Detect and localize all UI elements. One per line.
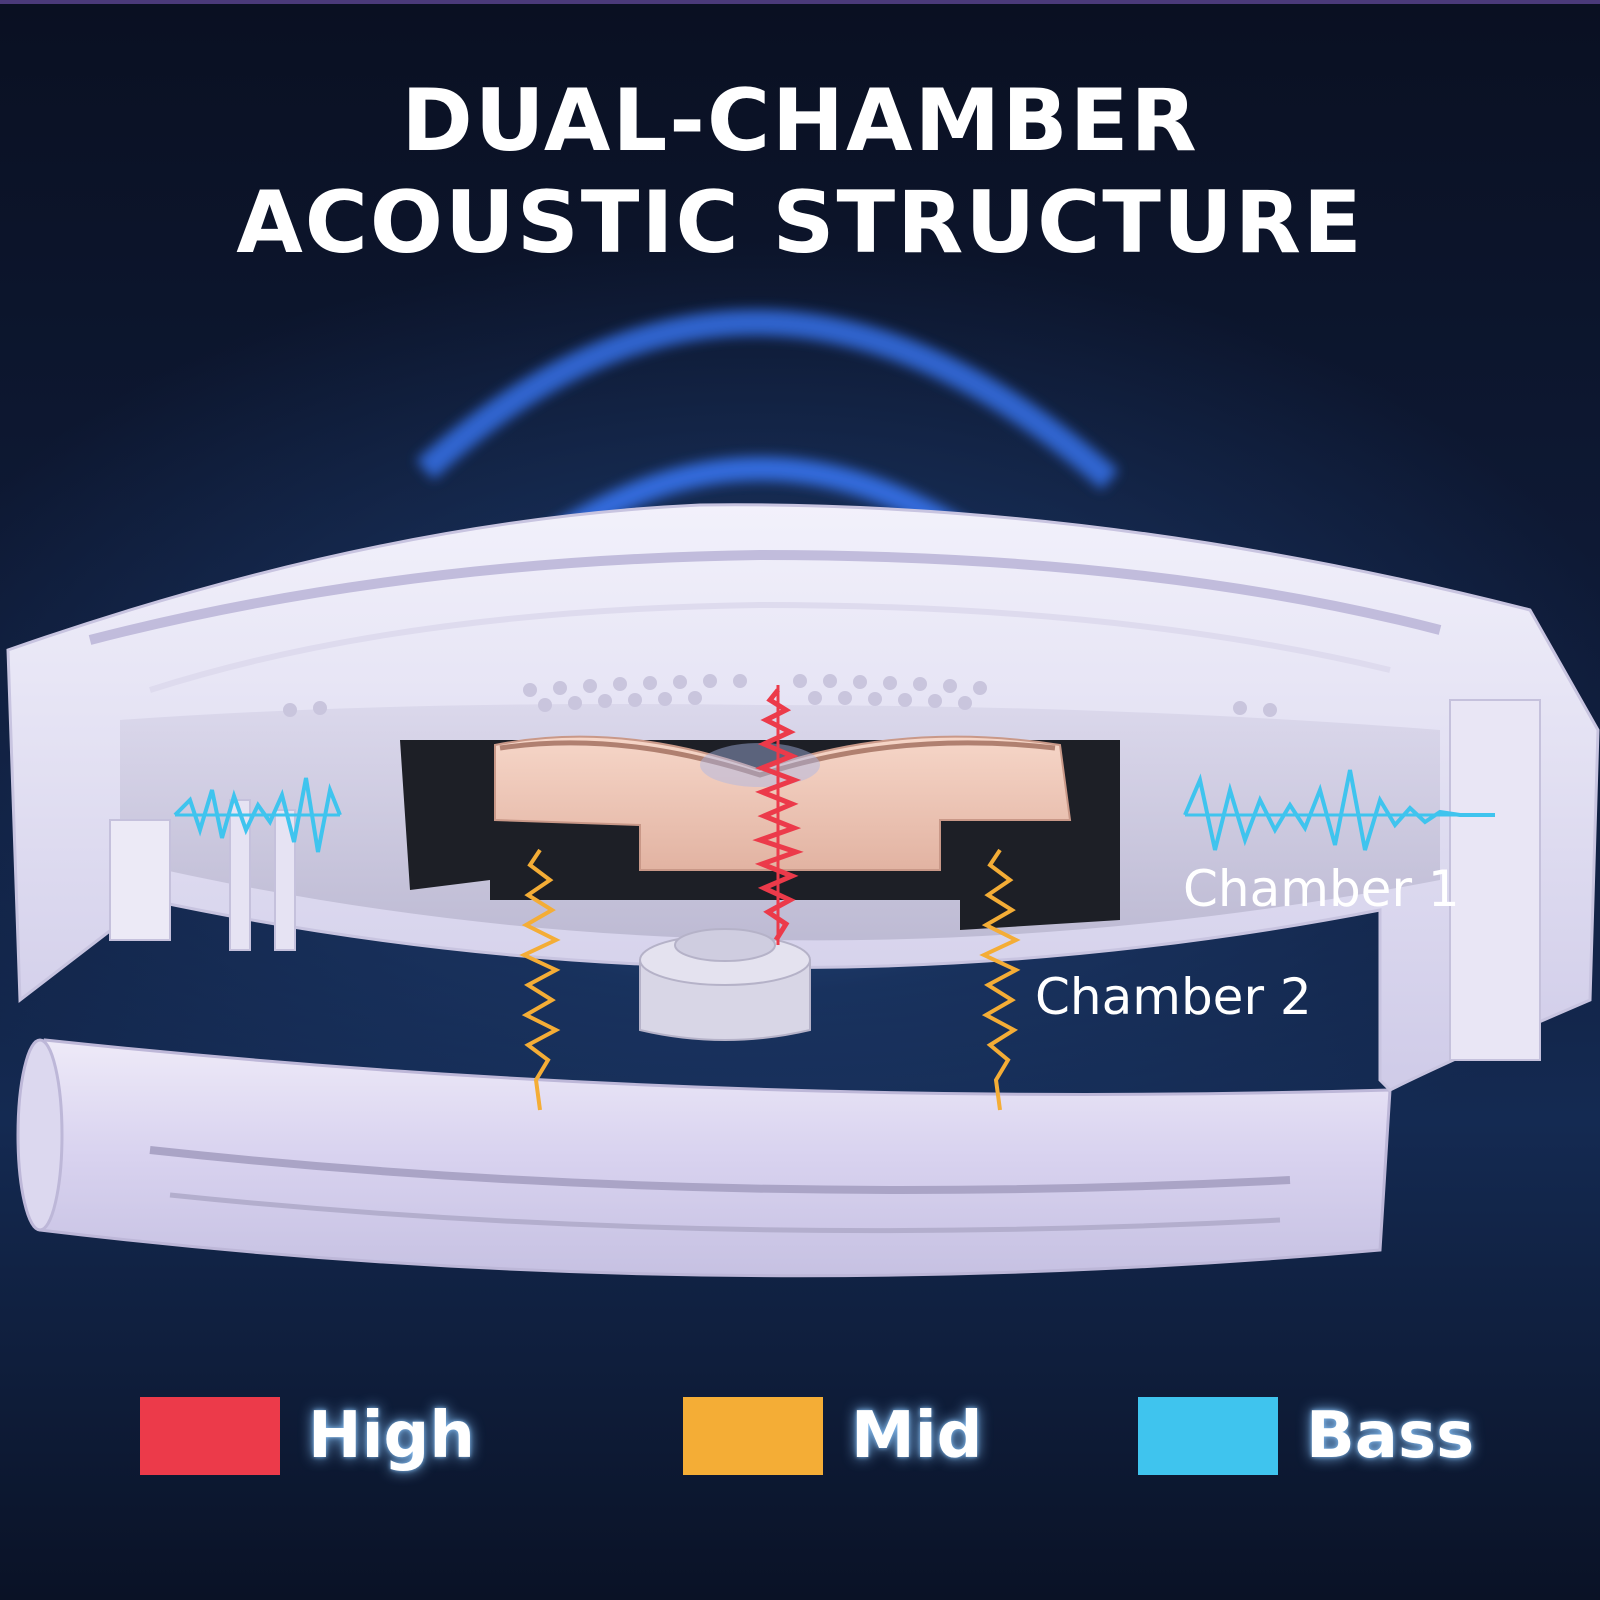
mid-swatch bbox=[683, 1397, 823, 1475]
high-frequency-waveform bbox=[752, 685, 804, 945]
legend-item-high: High bbox=[140, 1396, 475, 1476]
title-line-2: ACOUSTIC STRUCTURE bbox=[236, 173, 1364, 273]
mid-frequency-waveform-right bbox=[979, 848, 1021, 1111]
grille-holes bbox=[283, 674, 1277, 717]
bass-label: Bass bbox=[1306, 1399, 1475, 1473]
page-title: DUAL-CHAMBER ACOUSTIC STRUCTURE bbox=[0, 70, 1600, 274]
chamber-1-label: Chamber 1 bbox=[1183, 860, 1460, 918]
bass-swatch bbox=[1138, 1397, 1278, 1475]
title-line-1: DUAL-CHAMBER bbox=[401, 71, 1199, 171]
driver-unit bbox=[400, 735, 1120, 1041]
legend-item-bass: Bass bbox=[1138, 1396, 1474, 1476]
mid-frequency-waveform-left bbox=[519, 848, 561, 1111]
top-accent-strip bbox=[0, 0, 1600, 4]
high-label: High bbox=[308, 1399, 475, 1473]
legend-item-mid: Mid bbox=[683, 1396, 982, 1476]
bass-waveform-left bbox=[173, 777, 342, 853]
mid-label: Mid bbox=[851, 1399, 983, 1473]
bass-waveform-right bbox=[1183, 769, 1495, 851]
frequency-legend: High Mid Bass bbox=[0, 1396, 1600, 1476]
nozzle-tube bbox=[16, 1038, 1392, 1278]
high-swatch bbox=[140, 1397, 280, 1475]
sound-wave-outer bbox=[416, 309, 1119, 490]
chamber-2-label: Chamber 2 bbox=[1035, 968, 1312, 1026]
